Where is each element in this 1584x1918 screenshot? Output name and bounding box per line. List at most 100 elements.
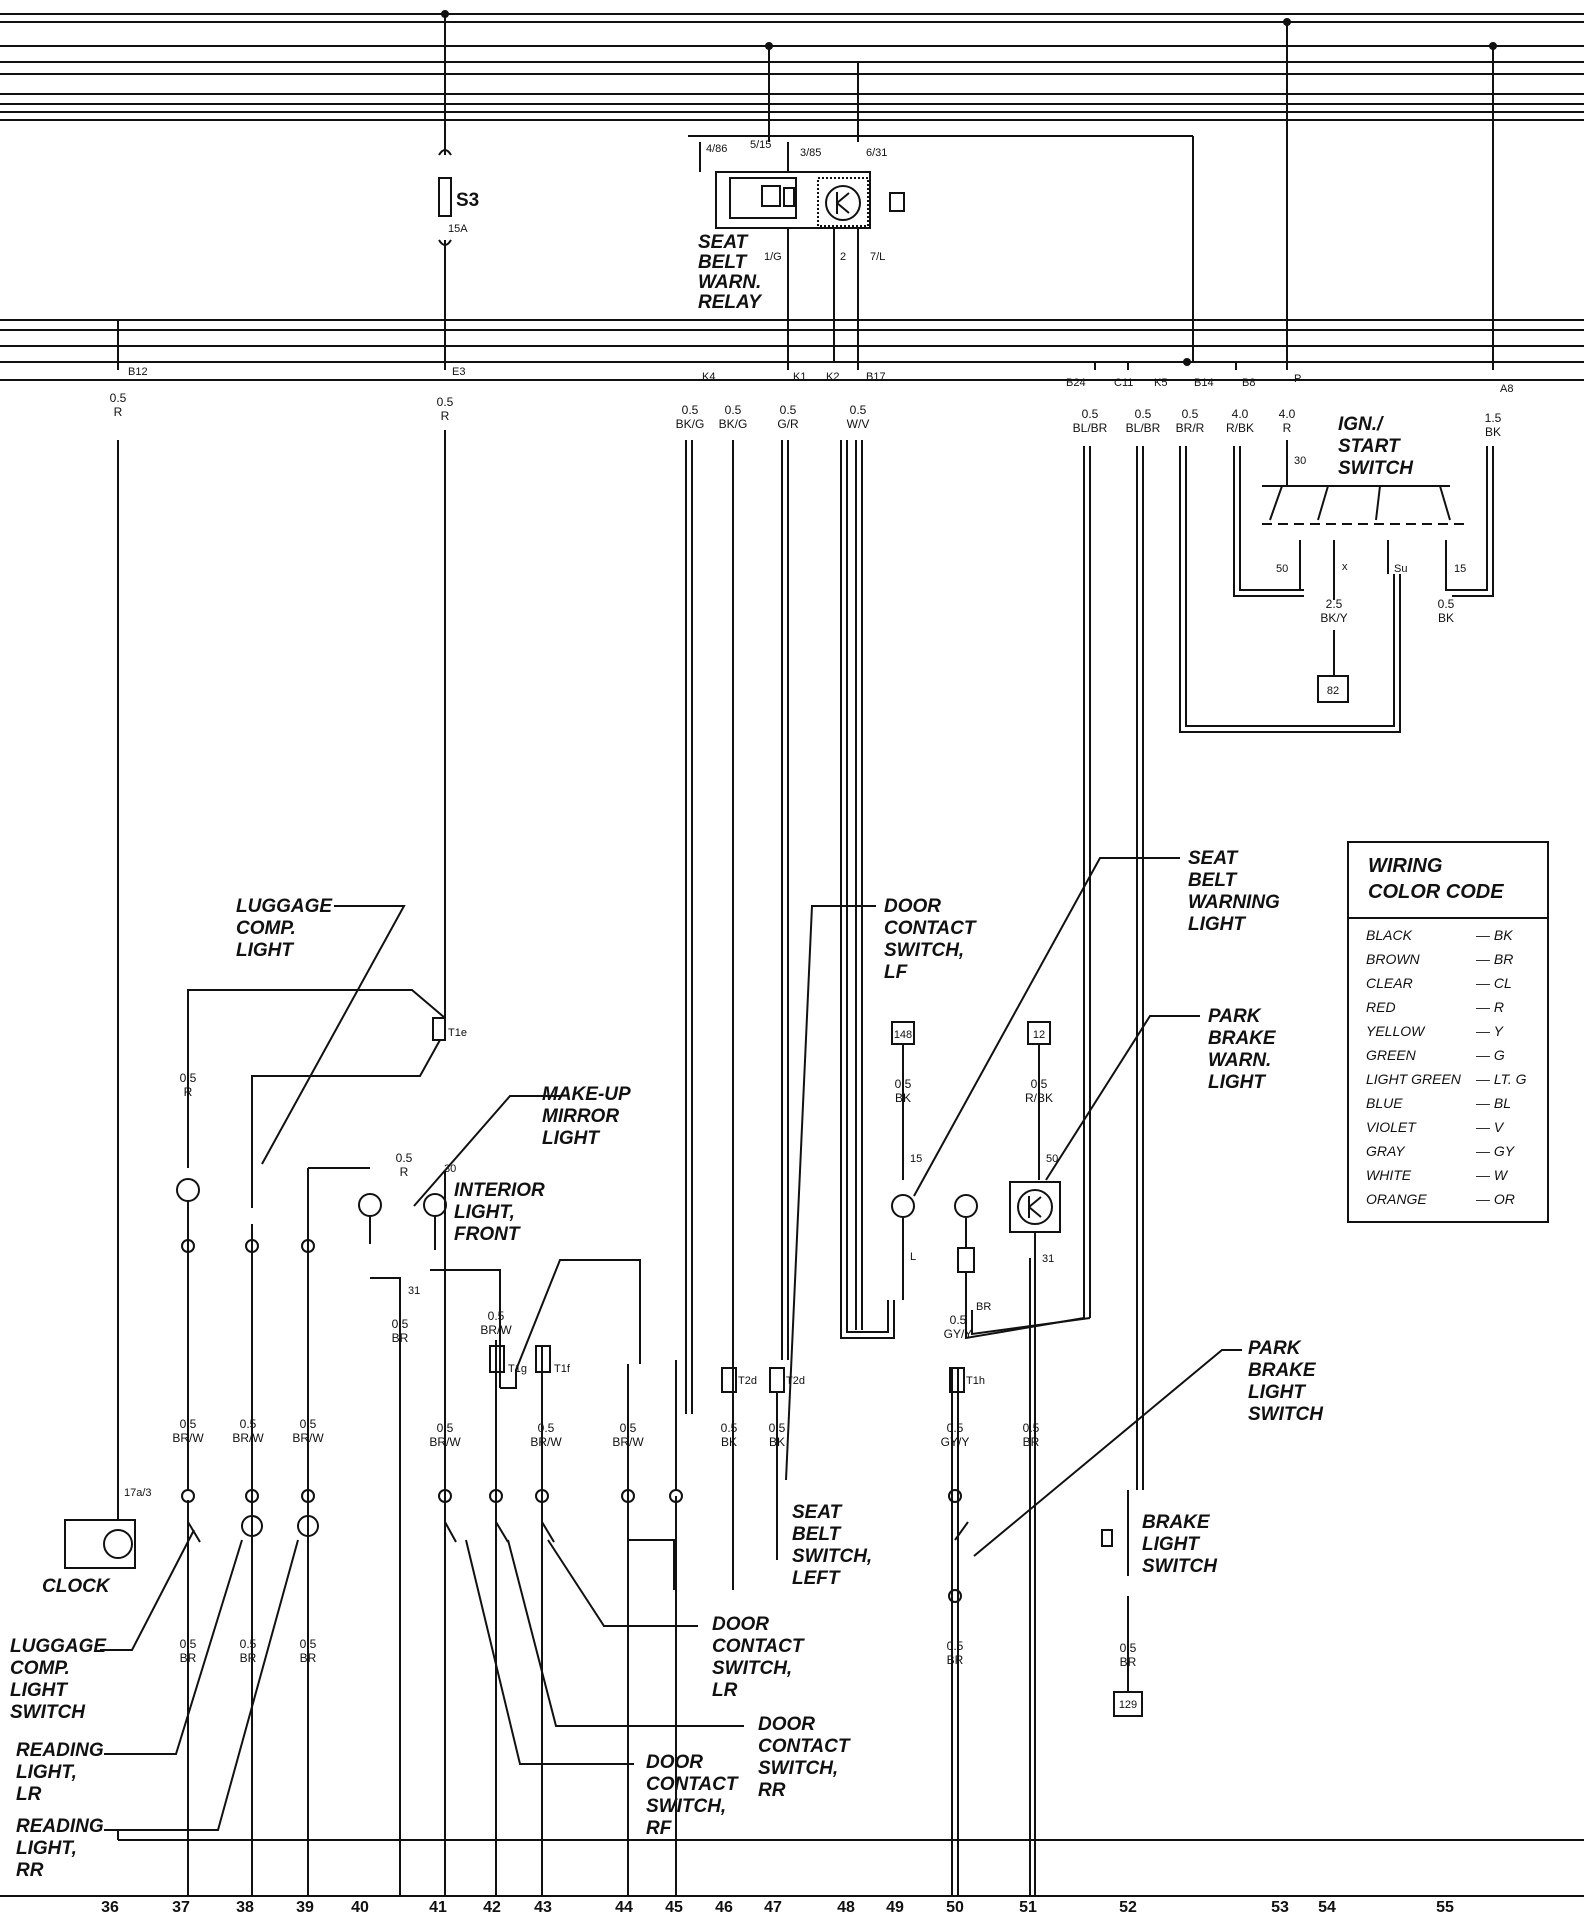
svg-text:0.5: 0.5 bbox=[437, 395, 454, 409]
svg-text:MAKE-UP: MAKE-UP bbox=[542, 1084, 631, 1105]
relay-pin-7: 7/L bbox=[870, 251, 885, 263]
svg-text:READING: READING bbox=[16, 1816, 104, 1837]
svg-text:38: 38 bbox=[236, 1899, 254, 1916]
svg-text:DOOR: DOOR bbox=[758, 1714, 815, 1735]
relay-pin-5: 1/G bbox=[764, 251, 782, 263]
svg-text:COMP.: COMP. bbox=[236, 918, 296, 939]
svg-text:T1e: T1e bbox=[448, 1027, 467, 1039]
svg-text:0.5: 0.5 bbox=[1120, 1641, 1137, 1655]
svg-text:BLUE: BLUE bbox=[1366, 1095, 1403, 1111]
svg-text:RR: RR bbox=[758, 1780, 786, 1801]
svg-text:BR/W: BR/W bbox=[429, 1435, 461, 1449]
svg-text:WARN.: WARN. bbox=[1208, 1050, 1271, 1071]
svg-text:0.5: 0.5 bbox=[725, 403, 742, 417]
svg-text:55: 55 bbox=[1436, 1899, 1454, 1916]
upper-wire-labels: 0.5 R 0.5 R 0.5 BK/G 0.5 BK/G 0.5 G/R 0.… bbox=[110, 391, 1502, 439]
ign-term-30: 30 bbox=[1294, 455, 1306, 467]
svg-text:45: 45 bbox=[665, 1899, 683, 1916]
term-b12: B12 bbox=[128, 366, 148, 378]
svg-text:0.5: 0.5 bbox=[488, 1309, 505, 1323]
svg-text:BR: BR bbox=[392, 1331, 409, 1345]
svg-text:SWITCH,: SWITCH, bbox=[712, 1658, 792, 1679]
svg-text:R: R bbox=[400, 1165, 409, 1179]
svg-text:LIGHT: LIGHT bbox=[1188, 914, 1246, 935]
svg-text:LIGHT,: LIGHT, bbox=[454, 1202, 515, 1223]
svg-text:0.5: 0.5 bbox=[538, 1421, 555, 1435]
svg-text:0.5: 0.5 bbox=[1182, 407, 1199, 421]
svg-text:RF: RF bbox=[646, 1818, 673, 1839]
fuse-s3 bbox=[438, 14, 452, 370]
svg-text:0.5: 0.5 bbox=[947, 1421, 964, 1435]
svg-text:R: R bbox=[184, 1085, 193, 1099]
top-bus-lines bbox=[0, 13, 1584, 381]
svg-text:MIRROR: MIRROR bbox=[542, 1106, 619, 1127]
svg-text:L: L bbox=[910, 1251, 916, 1263]
term-c11: C11 bbox=[1114, 377, 1133, 389]
svg-text:R/BK: R/BK bbox=[1025, 1091, 1053, 1105]
svg-text:SWITCH,: SWITCH, bbox=[792, 1546, 872, 1567]
svg-text:0.5: 0.5 bbox=[721, 1421, 738, 1435]
mid-circuits bbox=[840, 440, 1143, 1896]
svg-text:BR: BR bbox=[240, 1651, 257, 1665]
svg-text:BR/W: BR/W bbox=[292, 1431, 324, 1445]
svg-text:SWITCH: SWITCH bbox=[1338, 458, 1414, 479]
svg-text:12: 12 bbox=[1033, 1029, 1045, 1041]
svg-text:54: 54 bbox=[1318, 1899, 1336, 1916]
svg-text:BR: BR bbox=[300, 1651, 317, 1665]
svg-text:0.5: 0.5 bbox=[110, 391, 127, 405]
svg-text:SWITCH,: SWITCH, bbox=[646, 1796, 726, 1817]
svg-text:37: 37 bbox=[172, 1899, 190, 1916]
svg-text:BRAKE: BRAKE bbox=[1142, 1512, 1211, 1533]
column-numbers: 36 37 38 39 40 41 42 43 44 45 46 47 48 4… bbox=[101, 1899, 1454, 1916]
legend-rows: BLACK— BK BROWN— BR CLEAR— CL RED— R YEL… bbox=[1366, 927, 1527, 1207]
svg-text:49: 49 bbox=[886, 1899, 904, 1916]
svg-text:31: 31 bbox=[408, 1285, 420, 1297]
svg-text:VIOLET: VIOLET bbox=[1366, 1119, 1417, 1135]
svg-text:R: R bbox=[114, 405, 123, 419]
svg-text:0.5: 0.5 bbox=[769, 1421, 786, 1435]
svg-text:T2d: T2d bbox=[786, 1375, 805, 1387]
svg-text:DOOR: DOOR bbox=[712, 1614, 769, 1635]
svg-text:BRAKE: BRAKE bbox=[1248, 1360, 1317, 1381]
svg-text:LR: LR bbox=[16, 1784, 42, 1805]
leader-lines bbox=[100, 857, 1242, 1831]
svg-text:LEFT: LEFT bbox=[792, 1568, 841, 1589]
svg-text:0.5: 0.5 bbox=[392, 1317, 409, 1331]
term-k5: K5 bbox=[1154, 377, 1167, 389]
svg-text:0.5: 0.5 bbox=[850, 403, 867, 417]
svg-text:0.5: 0.5 bbox=[682, 403, 699, 417]
svg-text:BROWN: BROWN bbox=[1366, 951, 1421, 967]
svg-text:LUGGAGE: LUGGAGE bbox=[236, 896, 333, 917]
svg-text:0.5: 0.5 bbox=[620, 1421, 637, 1435]
relay-pin-3: 3/85 bbox=[800, 147, 821, 159]
term-p: P bbox=[1294, 373, 1301, 385]
svg-text:40: 40 bbox=[351, 1899, 369, 1916]
svg-text:CONTACT: CONTACT bbox=[884, 918, 977, 939]
svg-text:17a/3: 17a/3 bbox=[124, 1487, 152, 1499]
svg-text:CLOCK: CLOCK bbox=[42, 1576, 111, 1597]
svg-text:0.5: 0.5 bbox=[947, 1639, 964, 1653]
junction-dots bbox=[441, 10, 1497, 366]
svg-text:— Y: — Y bbox=[1475, 1023, 1505, 1039]
svg-text:BR/W: BR/W bbox=[480, 1323, 512, 1337]
svg-text:T1g: T1g bbox=[508, 1363, 527, 1375]
ign-switch-label: IGN./ START SWITCH bbox=[1338, 414, 1414, 479]
svg-text:— V: — V bbox=[1475, 1119, 1505, 1135]
svg-text:SWITCH,: SWITCH, bbox=[884, 940, 964, 961]
relay-pin-4: 6/31 bbox=[866, 147, 887, 159]
svg-text:GY/Y: GY/Y bbox=[944, 1327, 973, 1341]
svg-text:— GY: — GY bbox=[1475, 1143, 1516, 1159]
svg-text:YELLOW: YELLOW bbox=[1366, 1023, 1426, 1039]
svg-text:BR/W: BR/W bbox=[172, 1431, 204, 1445]
legend-title-1: WIRING bbox=[1368, 855, 1442, 877]
svg-text:GRAY: GRAY bbox=[1366, 1143, 1406, 1159]
svg-text:LUGGAGE: LUGGAGE bbox=[10, 1636, 107, 1657]
svg-text:— BK: — BK bbox=[1475, 927, 1513, 943]
svg-text:READING: READING bbox=[16, 1740, 104, 1761]
ign-wire-gauge: 2.5 bbox=[1326, 597, 1343, 611]
svg-text:CONTACT: CONTACT bbox=[758, 1736, 851, 1757]
svg-text:0.5: 0.5 bbox=[180, 1637, 197, 1651]
svg-text:BL/BR: BL/BR bbox=[1073, 421, 1108, 435]
svg-text:0.5: 0.5 bbox=[1023, 1421, 1040, 1435]
